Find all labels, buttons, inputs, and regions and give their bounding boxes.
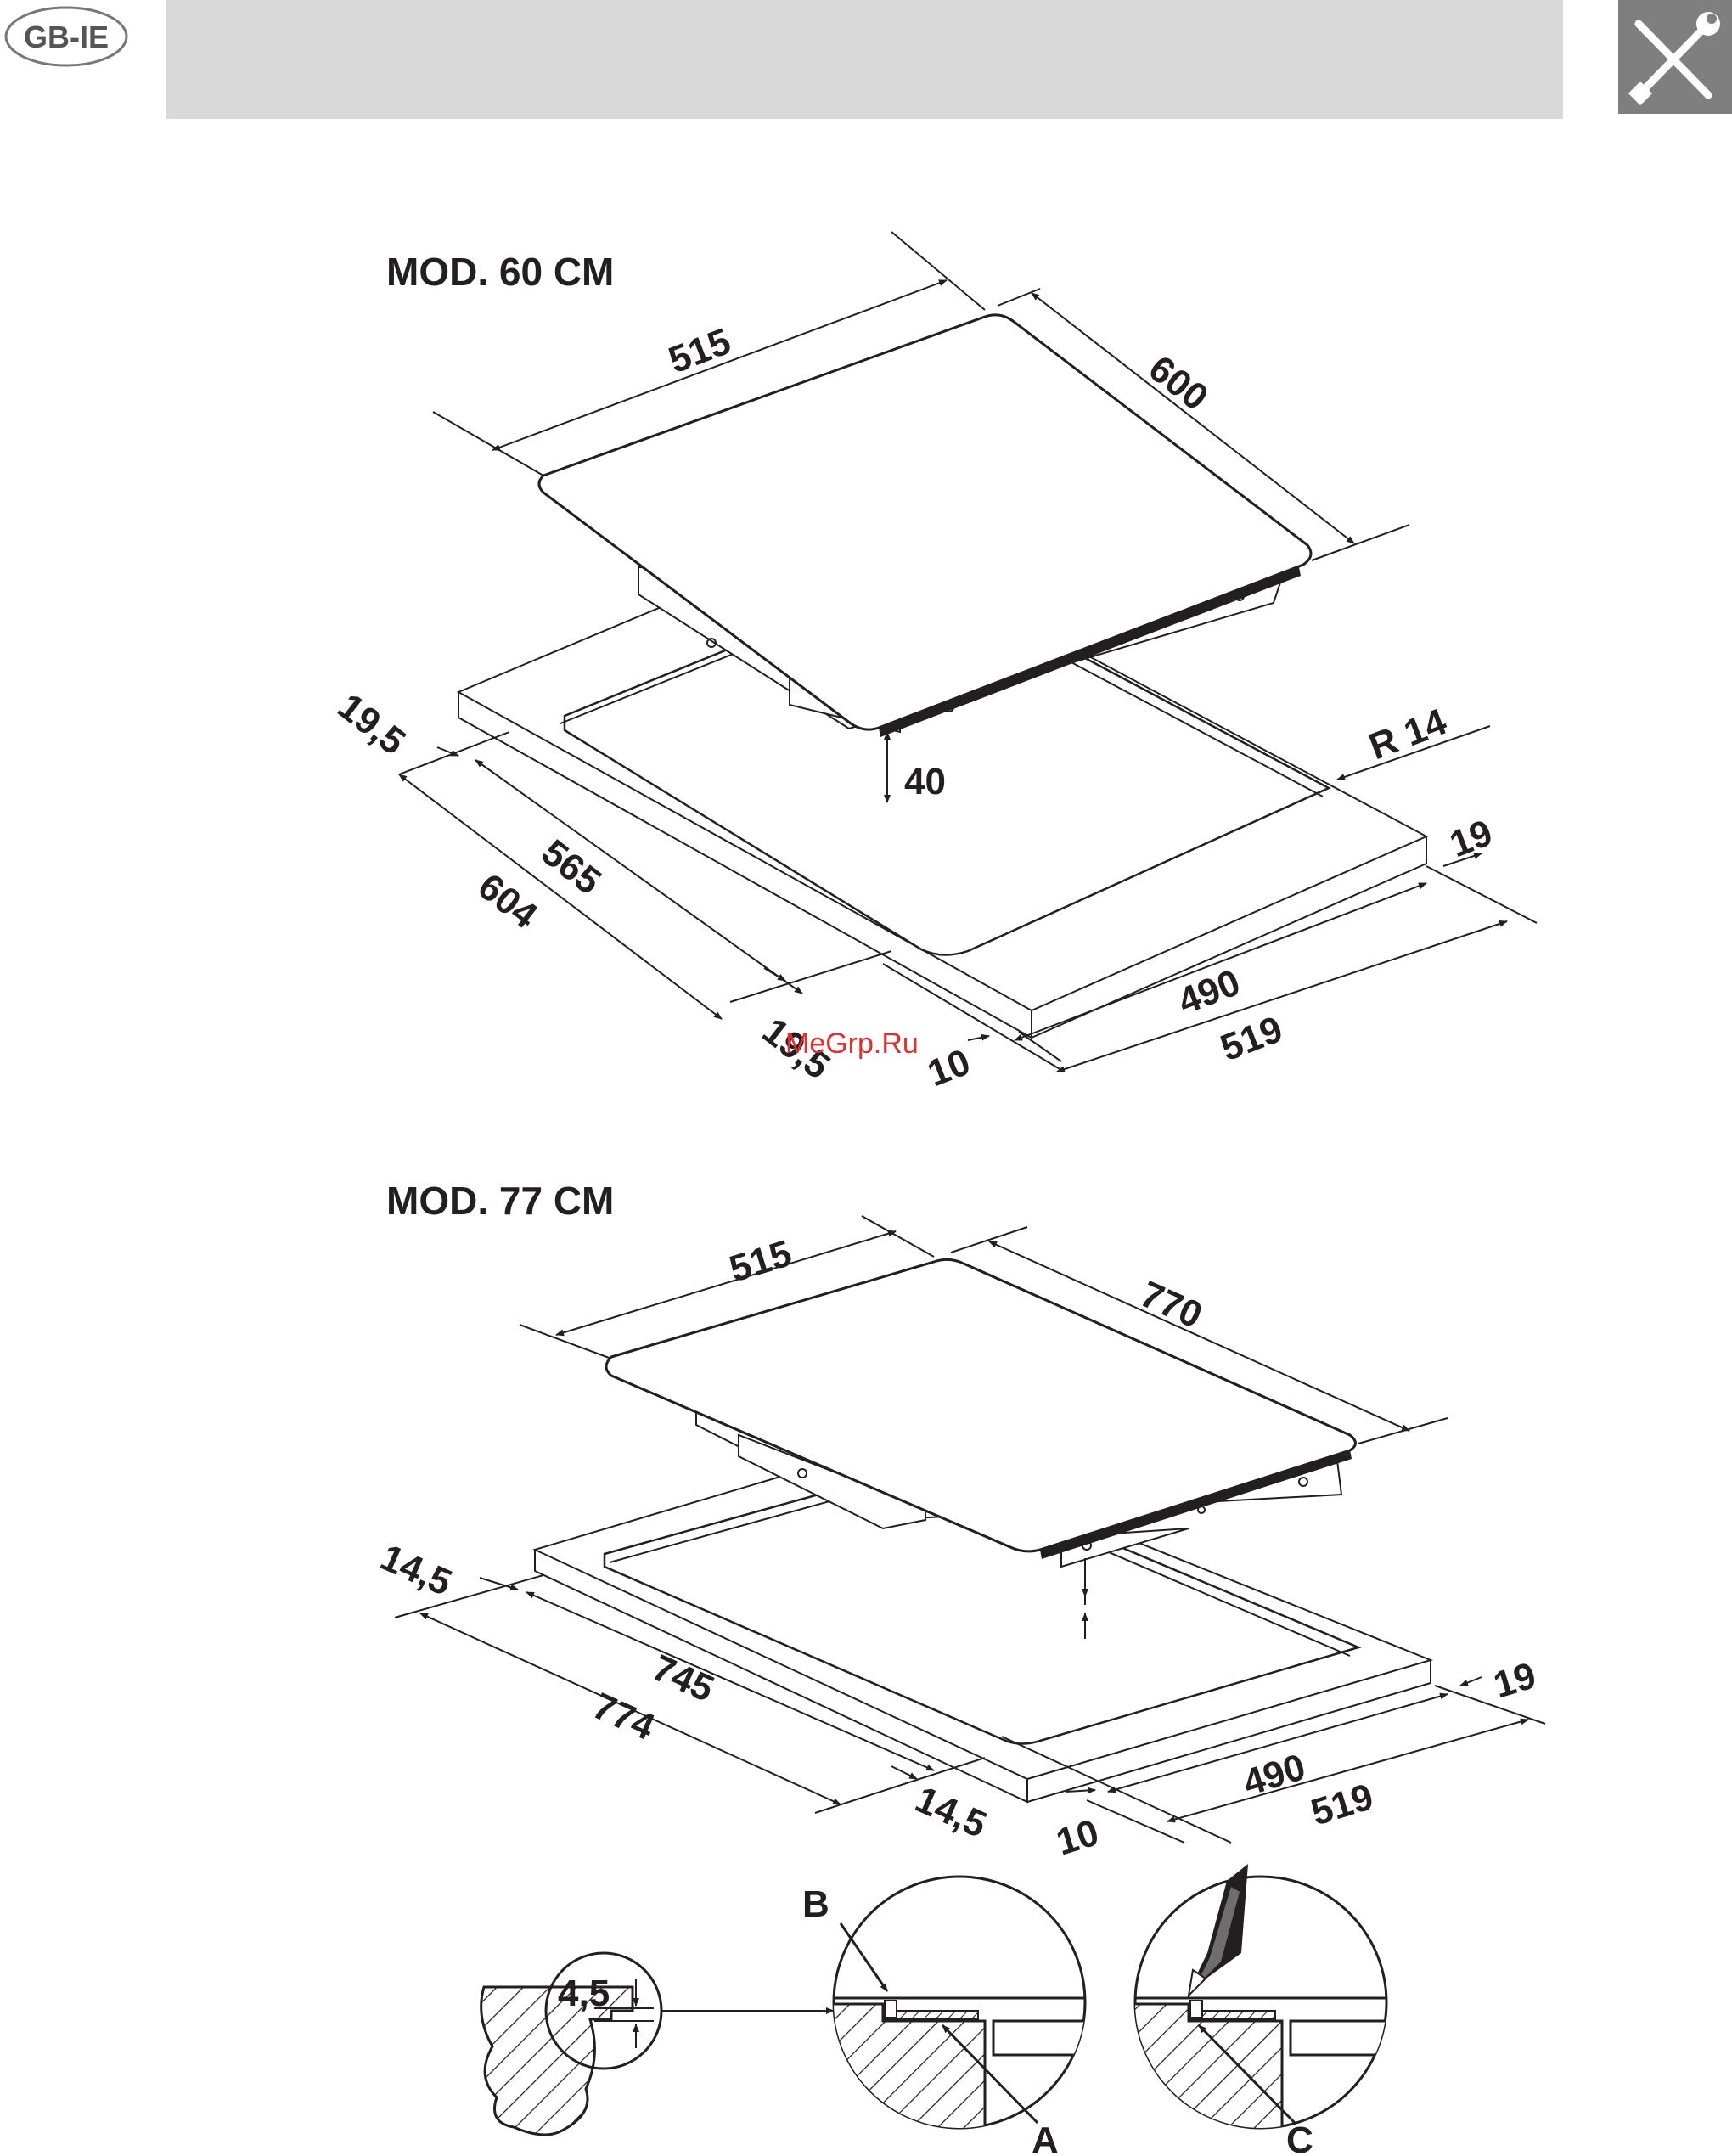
dim-77-cutout-depth: 745 (646, 1647, 720, 1710)
dim-60-hob-depth: 600 (1141, 347, 1216, 419)
detail-c-section: C (1121, 1864, 1392, 2156)
wrench-screwdriver-icon (1618, 0, 1732, 114)
dim-60-cutout-depth: 565 (534, 831, 609, 903)
dim-77-hob-width: 515 (725, 1232, 797, 1290)
dim-77-front-gap: 10 (1052, 1811, 1104, 1863)
dim-60-back-gap: 19 (1444, 812, 1498, 865)
dim-60-corner-radius: R 14 (1364, 701, 1453, 768)
diagram-60-title: MOD. 60 CM (386, 250, 614, 294)
dim-77-side-margin-bottom: 14,5 (909, 1778, 993, 1846)
header-bar (166, 0, 1563, 119)
detail-label-a: A (1032, 2119, 1059, 2156)
dim-60-hob-height: 40 (904, 761, 946, 802)
dim-77-hob-depth: 770 (1134, 1273, 1208, 1337)
hob-77 (606, 1259, 1356, 1567)
diagram-77-title: MOD. 77 CM (386, 1179, 614, 1223)
dim-77-cutout-width: 490 (1239, 1746, 1311, 1804)
dim-77-side-margin-top: 14,5 (374, 1536, 458, 1604)
dim-60-side-margin-top: 19,5 (330, 685, 413, 763)
detail-b-a-section: B A (802, 1877, 1087, 2156)
detail-step-section: 4,5 (481, 1953, 834, 2135)
dim-60-hob-width: 515 (663, 320, 736, 381)
watermark: MeGrp.Ru (785, 1027, 919, 1060)
dim-60-overall-width: 519 (1215, 1008, 1288, 1069)
header: GB-IE (6, 0, 1732, 119)
region-badge: GB-IE (6, 8, 127, 65)
detail-label-b: B (802, 1883, 829, 1925)
dim-77-overall-width: 519 (1307, 1776, 1379, 1833)
detail-label-c: C (1286, 2119, 1313, 2156)
region-badge-label: GB-IE (24, 20, 109, 54)
dim-77-back-gap: 19 (1489, 1654, 1541, 1706)
dim-60-front-gap: 10 (922, 1041, 976, 1095)
diagram-77cm: MOD. 77 CM (374, 1179, 1545, 1864)
diagram-60cm: MOD. 60 CM (330, 232, 1537, 1095)
